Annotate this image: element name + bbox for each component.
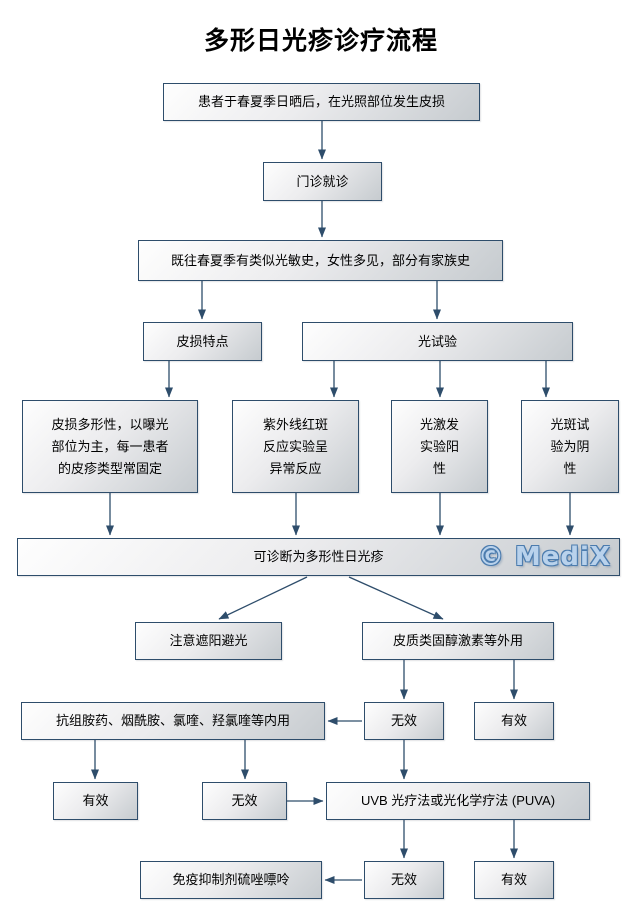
connector-diagnosis-steroid <box>348 576 444 620</box>
node-effective-after-oral: 有效 <box>53 782 138 820</box>
node-lesion-polymorphic: 皮损多形性，以曝光 部位为主，每一患者 的皮疹类型常固定 <box>22 400 198 493</box>
node-label: 免疫抑制剂硫唑嘌呤 <box>172 872 290 887</box>
node-label: 注意遮阳避光 <box>169 633 248 648</box>
node-photo-patch-test: 光斑试 验为阴 性 <box>521 400 619 493</box>
node-label: 患者于春夏季日晒后，在光照部位发生皮损 <box>197 94 445 109</box>
node-photo-provocation: 光激发 实验阳 性 <box>391 400 488 493</box>
medix-watermark: © MediX <box>477 542 611 572</box>
node-label: 既往春夏季有类似光敏史，女性多见，部分有家族史 <box>170 252 470 268</box>
node-history: 既往春夏季有类似光敏史，女性多见，部分有家族史 <box>138 240 503 281</box>
node-effective-after-steroid: 有效 <box>474 702 554 740</box>
node-label: 可诊断为多形性日光疹 <box>253 549 384 564</box>
node-label: 有效 <box>82 793 109 808</box>
page-title: 多形日光疹诊疗流程 <box>203 27 438 55</box>
node-ineffective-after-oral: 无效 <box>202 782 287 820</box>
node-label: 皮损特点 <box>176 333 229 349</box>
node-label: 光激发 实验阳 性 <box>419 416 459 476</box>
node-ineffective-after-steroid: 无效 <box>364 702 444 740</box>
node-label: 皮损多形性，以曝光 部位为主，每一患者 的皮疹类型常固定 <box>51 416 169 476</box>
node-label: 紫外线红斑 反应实验呈 异常反应 <box>262 416 328 476</box>
node-label: 无效 <box>231 793 258 808</box>
node-topical-steroid: 皮质类固醇激素等外用 <box>362 622 554 660</box>
connector-diagnosis-sunprotection <box>218 576 308 620</box>
node-label: 无效 <box>390 872 417 887</box>
node-label: 有效 <box>500 872 527 887</box>
node-label: 有效 <box>500 713 527 728</box>
node-oral-drugs: 抗组胺药、烟酰胺、氯喹、羟氯喹等内用 <box>21 702 325 740</box>
node-label: 门诊就诊 <box>296 173 349 189</box>
node-lesion-features: 皮损特点 <box>143 322 262 361</box>
node-sun-protection: 注意遮阳避光 <box>135 622 282 660</box>
node-diagnosis: 可诊断为多形性日光疹 © MediX <box>17 538 620 576</box>
node-ineffective-after-uvb: 无效 <box>364 861 444 899</box>
node-light-test: 光试验 <box>302 322 573 361</box>
node-immunosuppressant: 免疫抑制剂硫唑嘌呤 <box>140 861 322 899</box>
node-patient-onset: 患者于春夏季日晒后，在光照部位发生皮损 <box>163 83 480 121</box>
node-label: 无效 <box>390 713 417 728</box>
node-label: UVB 光疗法或光化学疗法 (PUVA) <box>360 793 556 808</box>
node-label: 光试验 <box>417 333 457 349</box>
node-label: 抗组胺药、烟酰胺、氯喹、羟氯喹等内用 <box>55 713 290 728</box>
node-label: 光斑试 验为阴 性 <box>550 416 590 476</box>
node-uvb-puva: UVB 光疗法或光化学疗法 (PUVA) <box>326 782 590 820</box>
node-clinic-visit: 门诊就诊 <box>263 162 382 201</box>
node-label: 皮质类固醇激素等外用 <box>392 633 523 648</box>
node-uv-erythema: 紫外线红斑 反应实验呈 异常反应 <box>232 400 359 493</box>
node-effective-after-uvb: 有效 <box>474 861 554 899</box>
